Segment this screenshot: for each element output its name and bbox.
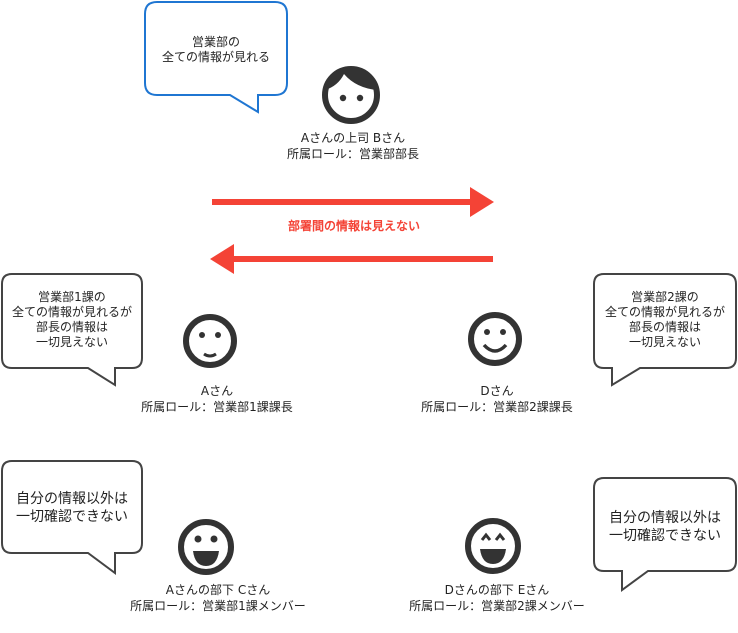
person-c-name: Aさんの部下 Cさん [166, 582, 270, 597]
person-c-speech-bubble: 自分の情報以外は 一切確認できない [1, 460, 143, 575]
arrow-left-icon [210, 244, 493, 274]
bubble-line: 部長の情報は [629, 319, 701, 334]
manager-face-icon [322, 66, 380, 124]
bubble-line: 自分の情報以外は [16, 491, 128, 507]
smile-face-icon [468, 312, 522, 366]
bubble-line: 一切確認できない [16, 509, 128, 525]
bubble-line: 全ての情報が見れるが [12, 304, 132, 319]
person-a-role: 所属ロール：営業部1課課長 [141, 399, 293, 414]
bubble-line: 部長の情報は [36, 319, 108, 334]
arrow-right-icon [212, 187, 494, 217]
person-e-speech-bubble: 自分の情報以外は 一切確認できない [593, 477, 737, 592]
bubble-line: 自分の情報以外は [609, 510, 721, 526]
person-c-role: 所属ロール：営業部1課メンバー [130, 598, 306, 613]
bubble-line: 一切見えない [36, 335, 108, 349]
person-a-speech-bubble: 営業部1課の 全ての情報が見れるが 部長の情報は 一切見えない [1, 273, 143, 387]
neutral-face-icon [183, 314, 237, 368]
bubble-line: 一切見えない [629, 335, 701, 349]
separator-label: 部署間の情報は見えない [288, 218, 420, 233]
bubble-line: 全ての情報が見れるが [605, 304, 725, 319]
person-d-speech-bubble: 営業部2課の 全ての情報が見れるが 部長の情報は 一切見えない [593, 273, 737, 387]
grin-face-icon [178, 519, 234, 575]
bubble-line: 営業部2課の [631, 289, 699, 304]
bubble-line: 営業部の [192, 34, 240, 49]
manager-name: Aさんの上司 Bさん [301, 131, 405, 145]
person-e-name: Dさんの部下 Eさん [445, 582, 550, 597]
bubble-line: 営業部1課の [38, 289, 106, 304]
manager-role: 所属ロール：営業部部長 [287, 146, 419, 161]
person-d-role: 所属ロール：営業部2課課長 [421, 399, 573, 414]
person-d-name: Dさん [480, 384, 513, 398]
happy-face-icon [465, 518, 521, 574]
person-a-name: Aさん [201, 384, 233, 398]
bubble-line: 一切確認できない [609, 528, 721, 544]
manager-speech-bubble: 営業部の 全ての情報が見れる [144, 1, 288, 114]
bubble-line: 全ての情報が見れる [162, 49, 270, 64]
person-e-role: 所属ロール：営業部2課メンバー [409, 598, 585, 613]
